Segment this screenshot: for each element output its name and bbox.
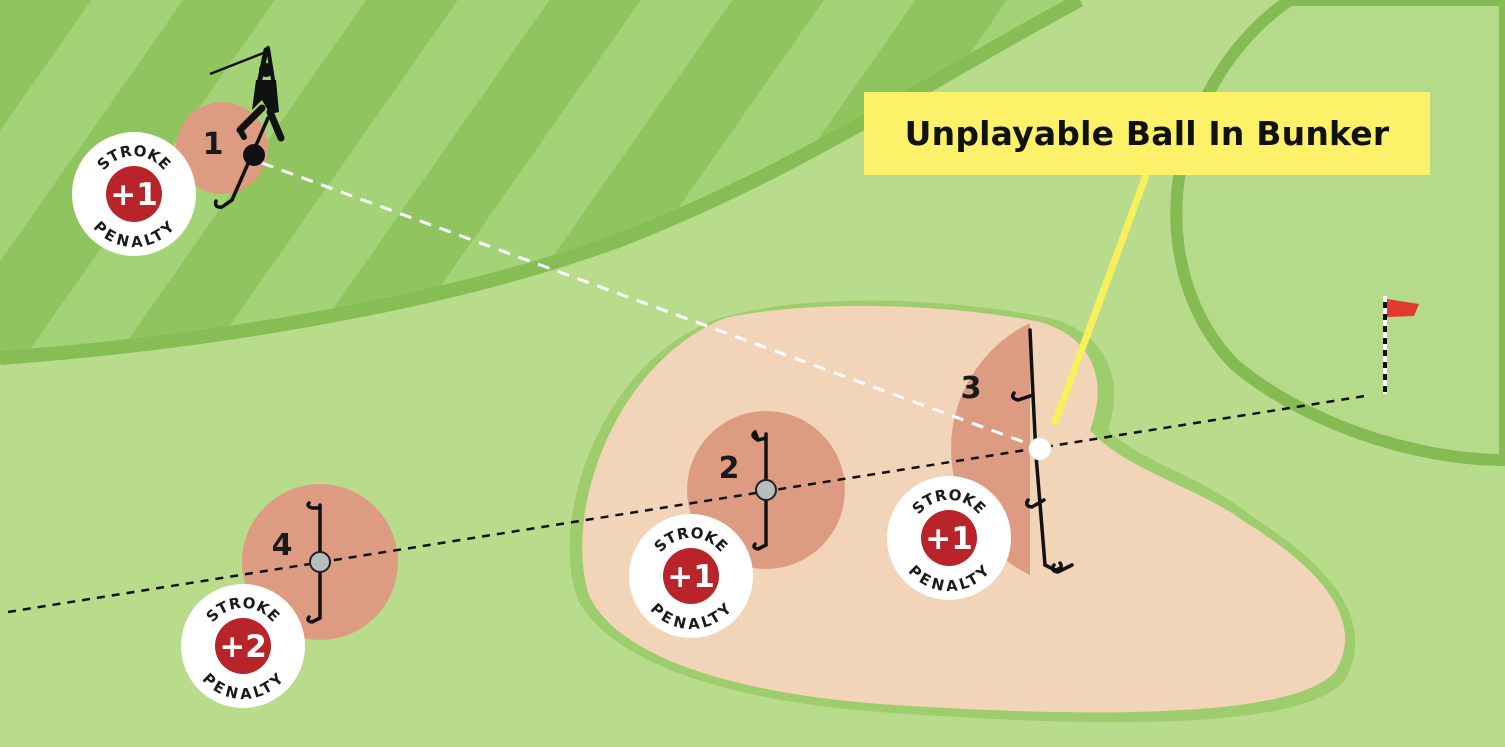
drop-ball-icon — [310, 552, 330, 572]
golf-ball-icon — [243, 144, 265, 166]
option-number-1: 1 — [203, 127, 224, 162]
title-text: Unplayable Ball In Bunker — [905, 114, 1390, 153]
penalty-badge-4: STROKE PENALTY +2 — [181, 584, 305, 708]
penalty-badge-1: STROKE PENALTY +1 — [72, 132, 196, 256]
option-number-4: 4 — [272, 528, 293, 563]
penalty-badge-3: STROKE PENALTY +1 — [887, 476, 1011, 600]
option-number-3: 3 — [961, 371, 982, 406]
golf-ball-icon — [1029, 438, 1051, 460]
penalty-value: +2 — [219, 629, 267, 665]
penalty-value: +1 — [925, 521, 973, 557]
penalty-badge-2: STROKE PENALTY +1 — [629, 514, 753, 638]
drop-ball-icon — [756, 480, 776, 500]
penalty-value: +1 — [110, 177, 158, 213]
option-number-2: 2 — [719, 451, 740, 486]
penalty-value: +1 — [667, 559, 715, 595]
title-callout: Unplayable Ball In Bunker — [864, 92, 1430, 175]
